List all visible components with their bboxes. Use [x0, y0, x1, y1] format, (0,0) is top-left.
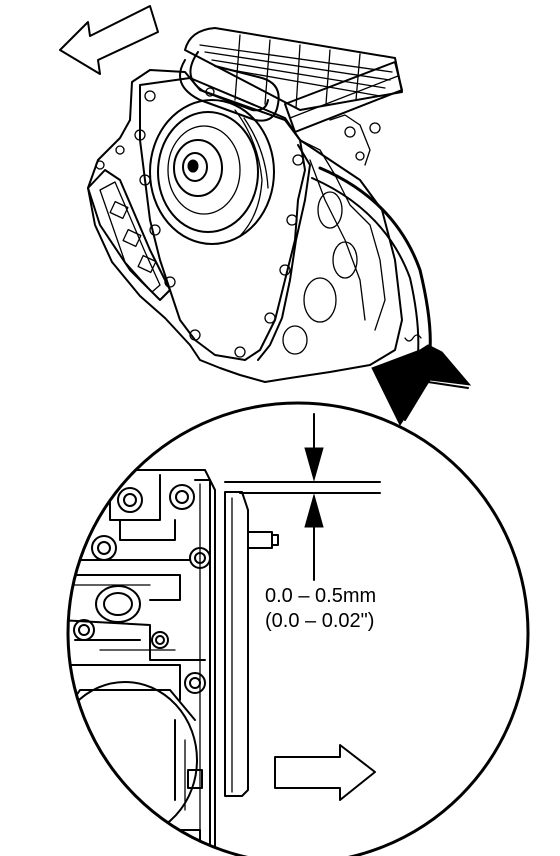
hatch-marks	[404, 334, 422, 342]
front-cover	[95, 77, 306, 361]
engine-assembly	[59, 5, 472, 427]
rotation-arrow	[311, 166, 472, 427]
front-cover-edge	[224, 491, 279, 797]
detail-circle	[66, 401, 530, 856]
detail-view: 0.0 – 0.5mm (0.0 – 0.02")	[66, 401, 530, 856]
gap-spec-imperial: (0.0 – 0.02")	[265, 610, 374, 632]
direction-arrow-right-icon	[274, 744, 376, 801]
measurement-gap	[224, 413, 381, 581]
crankshaft-pulley	[149, 99, 275, 245]
intake-manifold	[179, 27, 403, 133]
block-casting	[68, 469, 216, 856]
gap-spec-metric: 0.0 – 0.5mm	[265, 585, 376, 607]
cylinder-head-detail	[257, 114, 386, 361]
direction-arrow-left-icon	[59, 5, 159, 75]
